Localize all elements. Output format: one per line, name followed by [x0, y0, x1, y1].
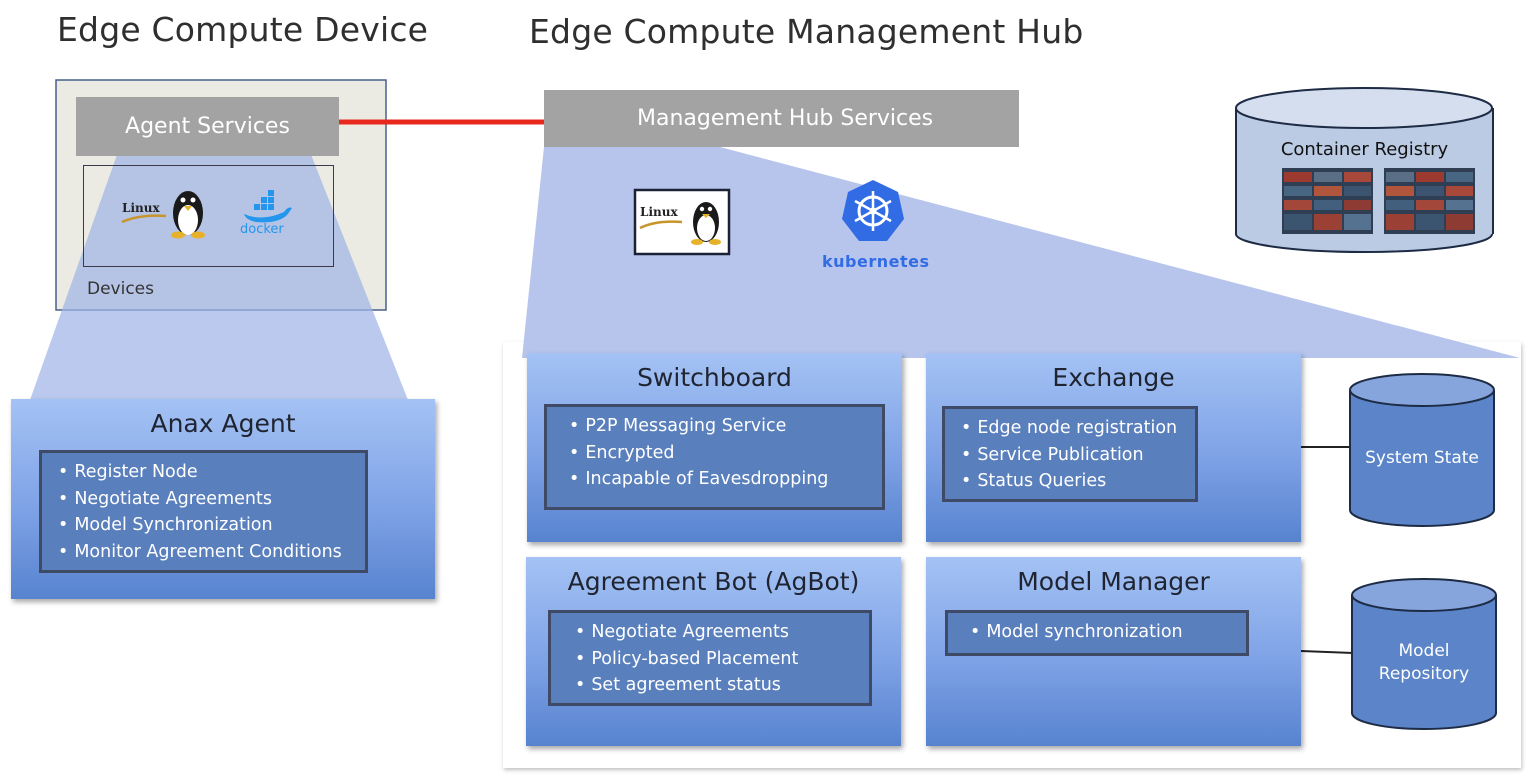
system-state-label: System State [1365, 448, 1479, 468]
model-manager-panel: Model Manager Model synchronization [926, 557, 1301, 746]
management-hub-services-box: Management Hub Services [544, 90, 1019, 147]
agreement-bot-panel: Agreement Bot (AgBot) Negotiate Agreemen… [526, 557, 901, 746]
agreement-bot-list: Negotiate Agreements Policy-based Placem… [548, 610, 872, 706]
exchange-list: Edge node registration Service Publicati… [942, 406, 1198, 502]
devices-inner-box [83, 165, 334, 267]
agreement-bot-title: Agreement Bot (AgBot) [567, 567, 860, 596]
docker-whale-icon [244, 190, 292, 223]
model-repository-cylinder [1351, 578, 1497, 730]
list-item: Register Node [58, 459, 365, 486]
model-repo-connector [1300, 650, 1354, 654]
switchboard-title: Switchboard [637, 363, 792, 392]
anax-agent-list: Register Node Negotiate Agreements Model… [39, 450, 368, 573]
container-image-1 [1282, 168, 1373, 234]
list-item: P2P Messaging Service [569, 413, 882, 440]
hub-projection [522, 147, 1520, 358]
exchange-panel: Exchange Edge node registration Service … [926, 353, 1301, 542]
linux-logo-hub [633, 188, 731, 256]
list-item: Incapable of Eavesdropping [569, 466, 882, 493]
model-manager-title: Model Manager [1017, 567, 1210, 596]
list-item: Monitor Agreement Conditions [58, 539, 365, 566]
list-item: Edge node registration [961, 415, 1195, 442]
system-state-cylinder [1349, 373, 1495, 527]
switchboard-panel: Switchboard P2P Messaging Service Encryp… [527, 353, 902, 542]
docker-logo-text: docker [240, 222, 284, 237]
container-registry-label: Container Registry [1280, 139, 1449, 160]
device-projection [30, 152, 408, 400]
list-item: Policy-based Placement [575, 646, 869, 673]
kubernetes-logo-text: kubernetes [822, 252, 930, 271]
device-title: Edge Compute Device [57, 10, 429, 49]
list-item: Status Queries [961, 468, 1195, 495]
linux-swoosh-device [121, 214, 167, 224]
anax-agent-title: Anax Agent [150, 409, 296, 438]
list-item: Negotiate Agreements [575, 619, 869, 646]
linux-tux-icon-device [171, 191, 205, 239]
container-image-2 [1384, 168, 1475, 234]
list-item: Model synchronization [970, 619, 1246, 646]
list-item: Model Synchronization [58, 512, 365, 539]
model-manager-list: Model synchronization [945, 610, 1249, 656]
anax-agent-panel: Anax Agent Register Node Negotiate Agree… [11, 399, 435, 599]
kubernetes-icon [842, 180, 904, 241]
list-item: Set agreement status [575, 672, 869, 699]
linux-logo-text-hub: Linux [640, 205, 678, 219]
list-item: Service Publication [961, 442, 1195, 469]
linux-logo-text-device: Linux [122, 201, 160, 215]
hub-title: Edge Compute Management Hub [529, 12, 1084, 51]
exchange-title: Exchange [1052, 363, 1175, 392]
agent-services-box: Agent Services [76, 97, 339, 156]
switchboard-list: P2P Messaging Service Encrypted Incapabl… [544, 404, 885, 510]
list-item: Encrypted [569, 440, 882, 467]
devices-label: Devices [87, 279, 154, 299]
list-item: Negotiate Agreements [58, 486, 365, 513]
